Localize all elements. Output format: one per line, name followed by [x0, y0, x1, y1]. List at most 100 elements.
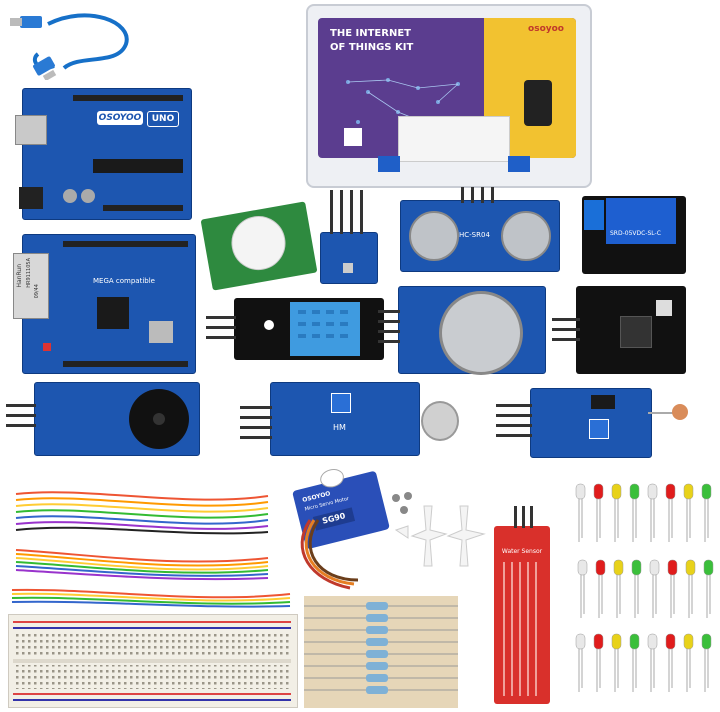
ic-chip [620, 316, 652, 348]
mega-label: MEGA compatible [93, 277, 155, 285]
ribbon-jumpers-long [11, 588, 291, 608]
breadboard [8, 614, 298, 708]
led-bulb-icon [701, 633, 712, 692]
led-bulb-icon [647, 633, 658, 692]
mini-breadboard [398, 116, 510, 162]
servo-cable [300, 519, 359, 590]
pin-header [378, 306, 400, 346]
arduino-uno-board: OSOYOO UNO [15, 88, 192, 220]
led-bulb-icon [629, 633, 640, 692]
photoresistor [648, 404, 688, 424]
led-bulb-icon [665, 633, 676, 692]
screw-icon [400, 506, 408, 514]
servo-horn-icon [394, 505, 486, 567]
led-bulb-icon [701, 483, 712, 542]
led-bulb-icon [575, 633, 586, 692]
w5100-chip [97, 297, 129, 329]
header-top [73, 95, 183, 101]
led-bulb-icon [593, 633, 604, 692]
atmega-chip [93, 159, 183, 173]
capacitor [81, 189, 95, 203]
usb-port [15, 115, 47, 145]
light-sensor [530, 388, 652, 458]
led-bulb-icon [683, 633, 694, 692]
gas-sensor [398, 286, 546, 375]
rj45-jack: HanRun HR911105A 09/44 [13, 253, 49, 319]
buzzer-disc-icon [129, 389, 189, 449]
screw-terminal [584, 200, 604, 230]
pin-header [496, 400, 532, 442]
phone-icon [524, 80, 552, 126]
uno-model: UNO [147, 111, 179, 127]
jumper-wires-bundle [15, 491, 269, 535]
box-clip [378, 156, 400, 172]
ultrasonic-sensor: HC-SR04 [400, 187, 560, 272]
power-jack [19, 187, 43, 209]
ethernet-shield-board: HanRun HR911105A 09/44 MEGA compatible [13, 234, 196, 374]
led-bulb-icon [611, 483, 622, 542]
dht11-sensor [234, 298, 384, 360]
pir-dome-icon [227, 211, 290, 275]
gas-mesh-icon [439, 291, 523, 375]
led-bulb-icon [611, 633, 622, 692]
sound-sensor: HM [270, 382, 459, 456]
kit-title-line2: OF THINGS KIT [330, 42, 414, 53]
water-sensor: Water Sensor [494, 526, 550, 704]
led-bulb-icon [577, 559, 588, 618]
led-bulb-icon [649, 559, 660, 618]
capacitor [63, 189, 77, 203]
pin-header [6, 400, 36, 434]
ultrasonic-eye-icon [501, 211, 551, 261]
hanrun-label: HanRun [16, 264, 23, 288]
led-bulb-icon [629, 483, 640, 542]
servo-horn-icon [318, 466, 346, 490]
sound-label: HM [333, 423, 346, 432]
header-top [63, 241, 188, 247]
led-grid [575, 483, 714, 692]
pin-header [330, 190, 370, 234]
header-bottom [103, 205, 183, 211]
microphone-icon [421, 401, 459, 441]
pin-header [461, 187, 497, 203]
potentiometer [331, 393, 351, 413]
pin-header [512, 506, 536, 528]
led-bulb-icon [593, 483, 604, 542]
hall-sensor-module [576, 286, 686, 374]
led-bulb-icon [613, 559, 624, 618]
header-bottom [63, 361, 188, 367]
led-bulb-icon [595, 559, 606, 618]
pin-header [240, 402, 272, 442]
led-bulb-icon [685, 559, 696, 618]
pin-header [552, 314, 580, 346]
led-bulb-icon [631, 559, 642, 618]
ribbon-jumpers-short [15, 549, 269, 581]
ultrasonic-eye-icon [409, 211, 459, 261]
uno-brand: OSOYOO [97, 111, 143, 125]
relay-label: SRD-05VDC-SL-C [610, 230, 661, 237]
led-bulb-icon [683, 483, 694, 542]
led-bulb-icon [575, 483, 586, 542]
screw-icon [404, 492, 412, 500]
led-bulb-icon [667, 559, 678, 618]
relay-module: SRD-05VDC-SL-C [582, 196, 686, 274]
pressure-sensor [320, 232, 378, 284]
pin-header [206, 312, 236, 342]
relay-cube-icon: SRD-05VDC-SL-C [606, 198, 676, 244]
potentiometer [589, 419, 609, 439]
usb-cable [10, 13, 129, 80]
box-clip [508, 156, 530, 172]
reset-button [43, 343, 51, 351]
kit-box: THE INTERNET OF THINGS KIT osoyoo [306, 4, 592, 188]
resistor-strip [304, 596, 458, 708]
qr-code-icon [344, 128, 362, 146]
hanrun-date: 09/44 [34, 284, 40, 299]
screw-icon [392, 494, 400, 502]
kit-title-line1: THE INTERNET [330, 28, 411, 39]
led-bulb-icon [665, 483, 676, 542]
pir-sensor [200, 201, 318, 291]
ic-chip [591, 395, 615, 409]
led-bulb-icon [647, 483, 658, 542]
buzzer-module [34, 382, 200, 456]
kit-brand: osoyoo [528, 24, 564, 34]
dht-grid-icon [290, 302, 360, 356]
